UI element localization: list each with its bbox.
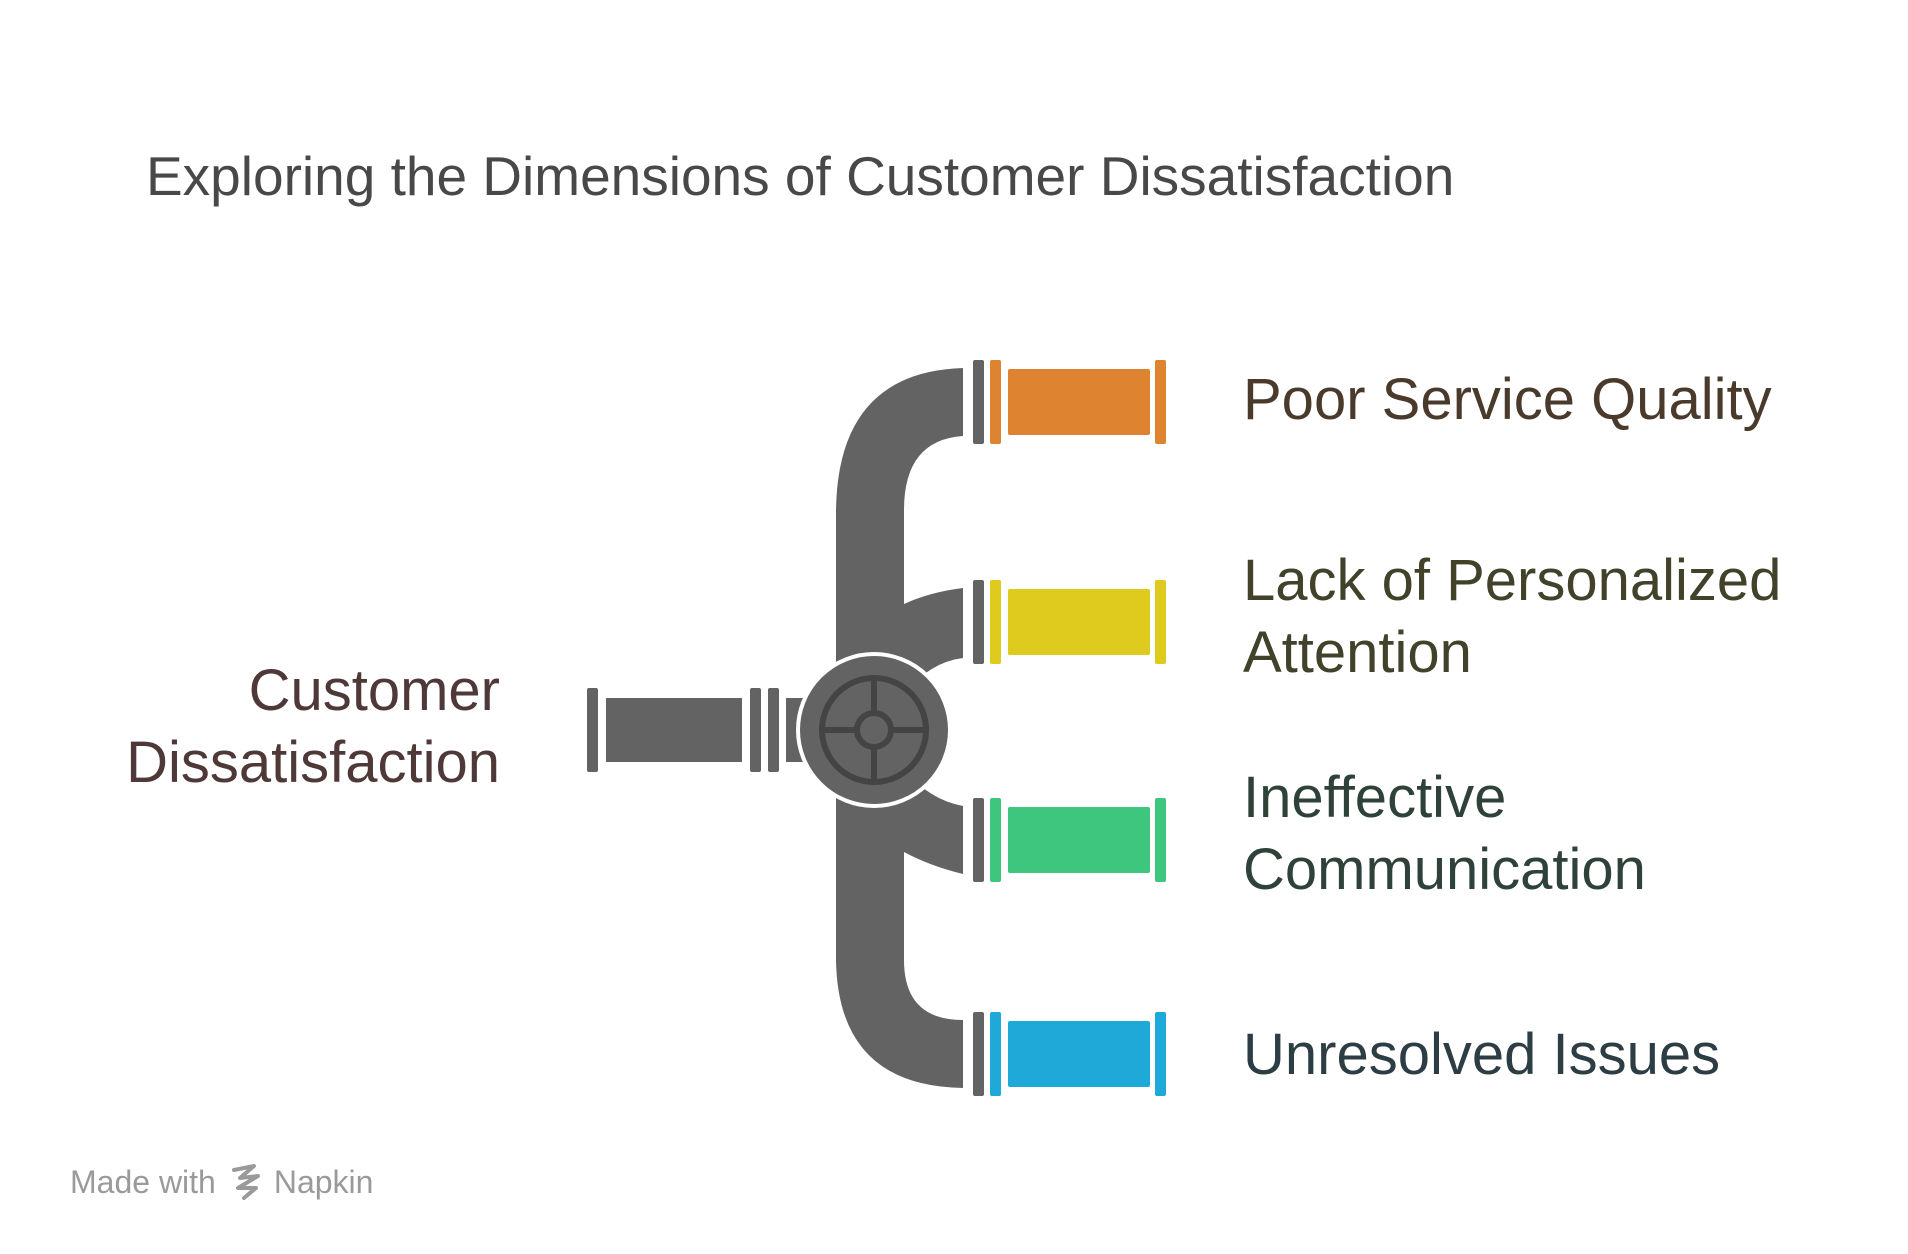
branch-pipe-2 [973, 580, 1166, 664]
branch-pipe-segment [973, 1012, 984, 1096]
branch-label-line: Ineffective [1243, 765, 1507, 830]
branch-pipe-segment [1008, 1021, 1150, 1087]
branch-pipe-segment [973, 580, 984, 664]
branch-label-line: Lack of Personalized [1243, 548, 1782, 613]
source-label: Customer Dissatisfaction [40, 655, 500, 799]
made-with-text: Made with [70, 1163, 216, 1200]
branch-pipe-segment [990, 580, 1001, 664]
napkin-logo-icon [231, 1164, 260, 1200]
branch-pipe-1 [973, 360, 1166, 444]
branch-pipe-segment [1155, 360, 1166, 444]
branch-label-ineffective-communication: Ineffective Communication [1243, 762, 1646, 906]
source-label-line-1: Customer [248, 658, 500, 723]
branch-pipe-segment [1008, 807, 1150, 873]
footer-attribution: Made with Napkin [70, 1162, 373, 1202]
branch-pipe-4 [973, 1012, 1166, 1096]
branch-pipe-segment [973, 798, 984, 882]
branch-pipe-segment [990, 360, 1001, 444]
branch-pipe-segment [1155, 580, 1166, 664]
napkin-brand-text: Napkin [273, 1163, 374, 1200]
branch-label-unresolved-issues: Unresolved Issues [1243, 1019, 1720, 1091]
branch-label-lack-of-personalized-attention: Lack of Personalized Attention [1243, 545, 1781, 689]
branch-pipe-segment [990, 798, 1001, 882]
branch-pipe-segment [1008, 369, 1150, 435]
branch-label-line: Communication [1243, 837, 1646, 902]
source-pipe [587, 688, 816, 772]
branch-pipe-segment [990, 1012, 1001, 1096]
branch-pipe-segment [1008, 589, 1150, 655]
valve-wheel-icon [796, 652, 952, 808]
branch-label-poor-service-quality: Poor Service Quality [1243, 364, 1772, 436]
branch-label-line: Poor Service Quality [1243, 367, 1772, 432]
branch-pipe-segment [973, 360, 984, 444]
branch-pipe-segment [1155, 798, 1166, 882]
source-label-line-2: Dissatisfaction [126, 730, 500, 795]
branch-pipe-segment [1155, 1012, 1166, 1096]
branch-label-line: Attention [1243, 620, 1472, 685]
page-title: Exploring the Dimensions of Customer Dis… [146, 145, 1455, 207]
branch-pipe-3 [973, 798, 1166, 882]
branch-label-line: Unresolved Issues [1243, 1022, 1721, 1087]
